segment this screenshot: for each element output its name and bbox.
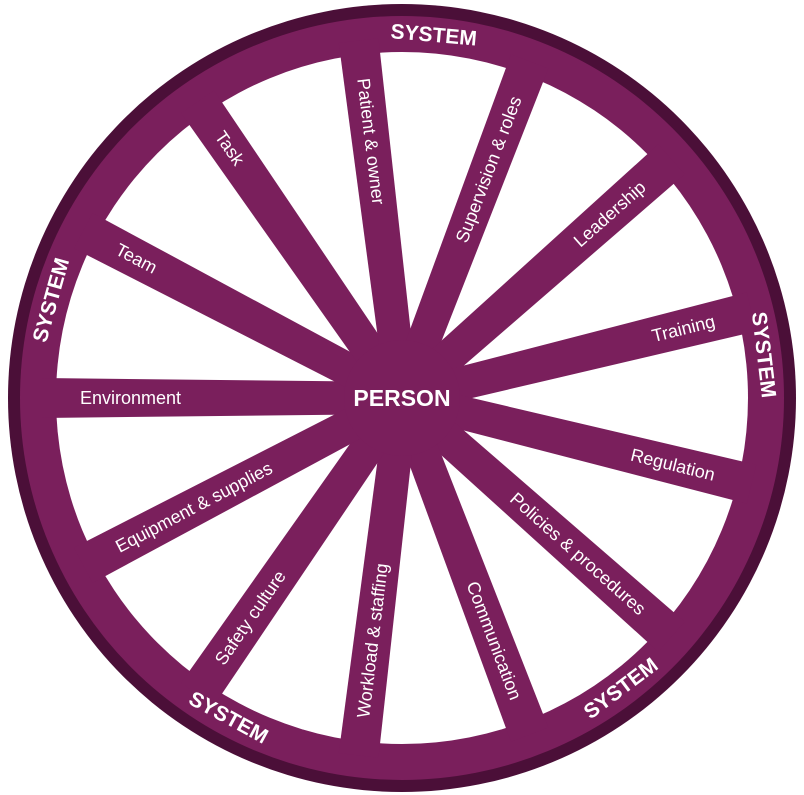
spoke	[338, 396, 418, 758]
spoke	[391, 144, 685, 410]
spoke	[398, 292, 757, 414]
spoke	[387, 54, 549, 404]
spoke	[73, 212, 410, 413]
hub	[344, 340, 460, 456]
spoke	[338, 38, 418, 400]
spoke	[181, 388, 416, 706]
spoke	[391, 386, 685, 652]
spoke	[398, 382, 757, 504]
spoke	[73, 383, 410, 584]
spoke-label: Environment	[80, 388, 181, 408]
spoke	[387, 392, 549, 742]
spoke	[42, 378, 402, 418]
center-label-person: PERSON	[353, 385, 450, 411]
spoke	[181, 90, 416, 408]
